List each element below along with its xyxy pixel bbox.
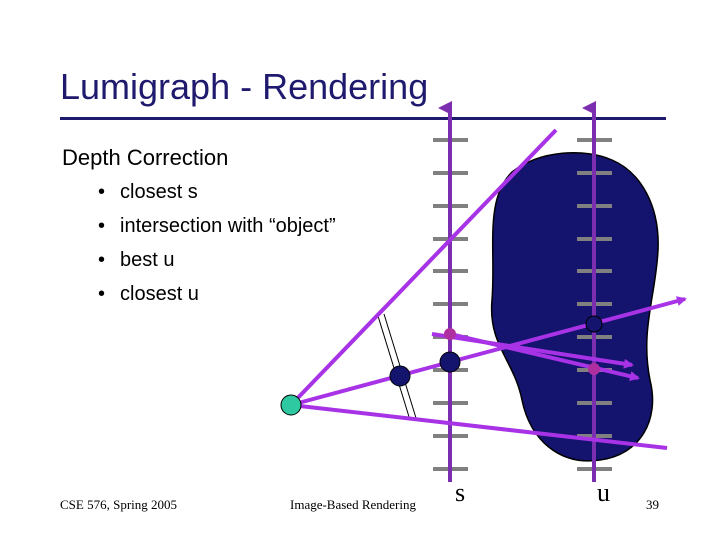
slide-title: Lumigraph - Rendering <box>60 66 429 107</box>
bullet-text: closest u <box>120 283 199 305</box>
footer-course: CSE 576, Spring 2005 <box>60 497 178 512</box>
s-axis-label: s <box>455 478 466 507</box>
bullet-marker: • <box>98 283 106 305</box>
closest-s-point <box>439 351 461 373</box>
object-shape <box>490 152 659 462</box>
page-number: 39 <box>646 497 659 512</box>
bullet-item: • closest u <box>98 283 336 317</box>
image-sample-point <box>389 365 411 387</box>
bullet-list: • closest s • intersection with “object” •… <box>98 181 336 317</box>
footer-topic: Image-Based Rendering <box>290 497 416 512</box>
bullet-text: best u <box>120 249 175 271</box>
eye-point <box>280 394 302 416</box>
bullet-item: • best u <box>98 249 336 283</box>
bullet-marker: • <box>98 215 106 237</box>
u-intersection-point <box>588 363 600 375</box>
bullet-text: closest s <box>120 181 198 203</box>
bullet-item: • closest s <box>98 181 336 215</box>
u-axis-label: u <box>597 478 610 507</box>
bullet-item: • intersection with “object” <box>98 215 336 249</box>
bullet-marker: • <box>98 249 106 271</box>
bullet-marker: • <box>98 181 106 203</box>
best-u-point <box>585 315 603 333</box>
title-divider <box>60 117 666 120</box>
s-intersection-point <box>444 328 456 340</box>
section-heading: Depth Correction <box>62 145 229 170</box>
rays <box>289 128 687 450</box>
bullet-text: intersection with “object” <box>120 215 336 237</box>
